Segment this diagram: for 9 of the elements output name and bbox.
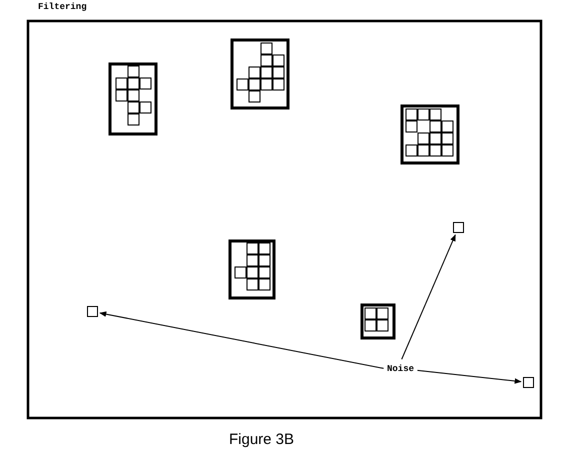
noise-point-square [453, 222, 464, 233]
arrow [99, 311, 384, 369]
figure-title: Filtering [38, 2, 87, 12]
figure-caption: Figure 3B [229, 431, 294, 448]
arrow [401, 234, 456, 360]
noise-point-square [523, 377, 534, 388]
noise-label: Noise [386, 364, 416, 374]
noise-point-square [87, 306, 98, 317]
arrow [416, 370, 522, 384]
